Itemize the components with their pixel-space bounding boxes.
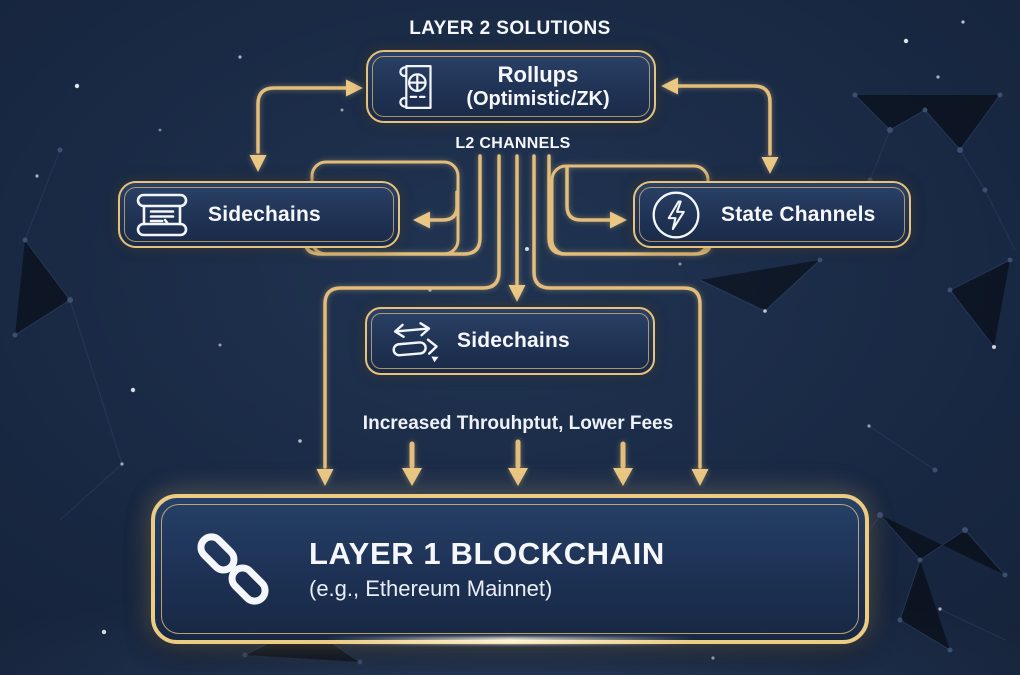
- state-channels-label: State Channels: [721, 202, 876, 226]
- layer1-glow: [325, 637, 695, 644]
- node-layer1-blockchain: LAYER 1 BLOCKCHAIN (e.g., Ethereum Mainn…: [151, 494, 869, 644]
- layer1-sublabel: (e.g., Ethereum Mainnet): [309, 576, 553, 602]
- scroll-icon: [134, 190, 190, 240]
- rollup-scroll-icon: [392, 62, 436, 112]
- rollups-sublabel: (Optimistic/ZK): [466, 87, 610, 110]
- sidechains-middle-label: Sidechains: [457, 329, 570, 352]
- swap-arrows-icon: [385, 317, 441, 365]
- lightning-circle-icon: [649, 188, 703, 242]
- node-sidechains-middle: Sidechains: [365, 307, 655, 375]
- benefits-label: Increased Throuhptut, Lower Fees: [362, 413, 674, 434]
- rollups-label: Rollups: [497, 61, 579, 87]
- l2-channels-label: L2 CHANNELS: [455, 135, 571, 152]
- chain-link-icon: [191, 523, 275, 615]
- node-sidechains-left: Sidechains: [118, 181, 400, 248]
- node-state-channels: State Channels: [633, 181, 911, 248]
- node-rollups: Rollups (Optimistic/ZK): [366, 50, 656, 123]
- diagram-title: LAYER 2 SOLUTIONS: [409, 18, 611, 39]
- sidechains-left-label: Sidechains: [208, 202, 321, 226]
- layer1-label: LAYER 1 BLOCKCHAIN: [309, 536, 665, 572]
